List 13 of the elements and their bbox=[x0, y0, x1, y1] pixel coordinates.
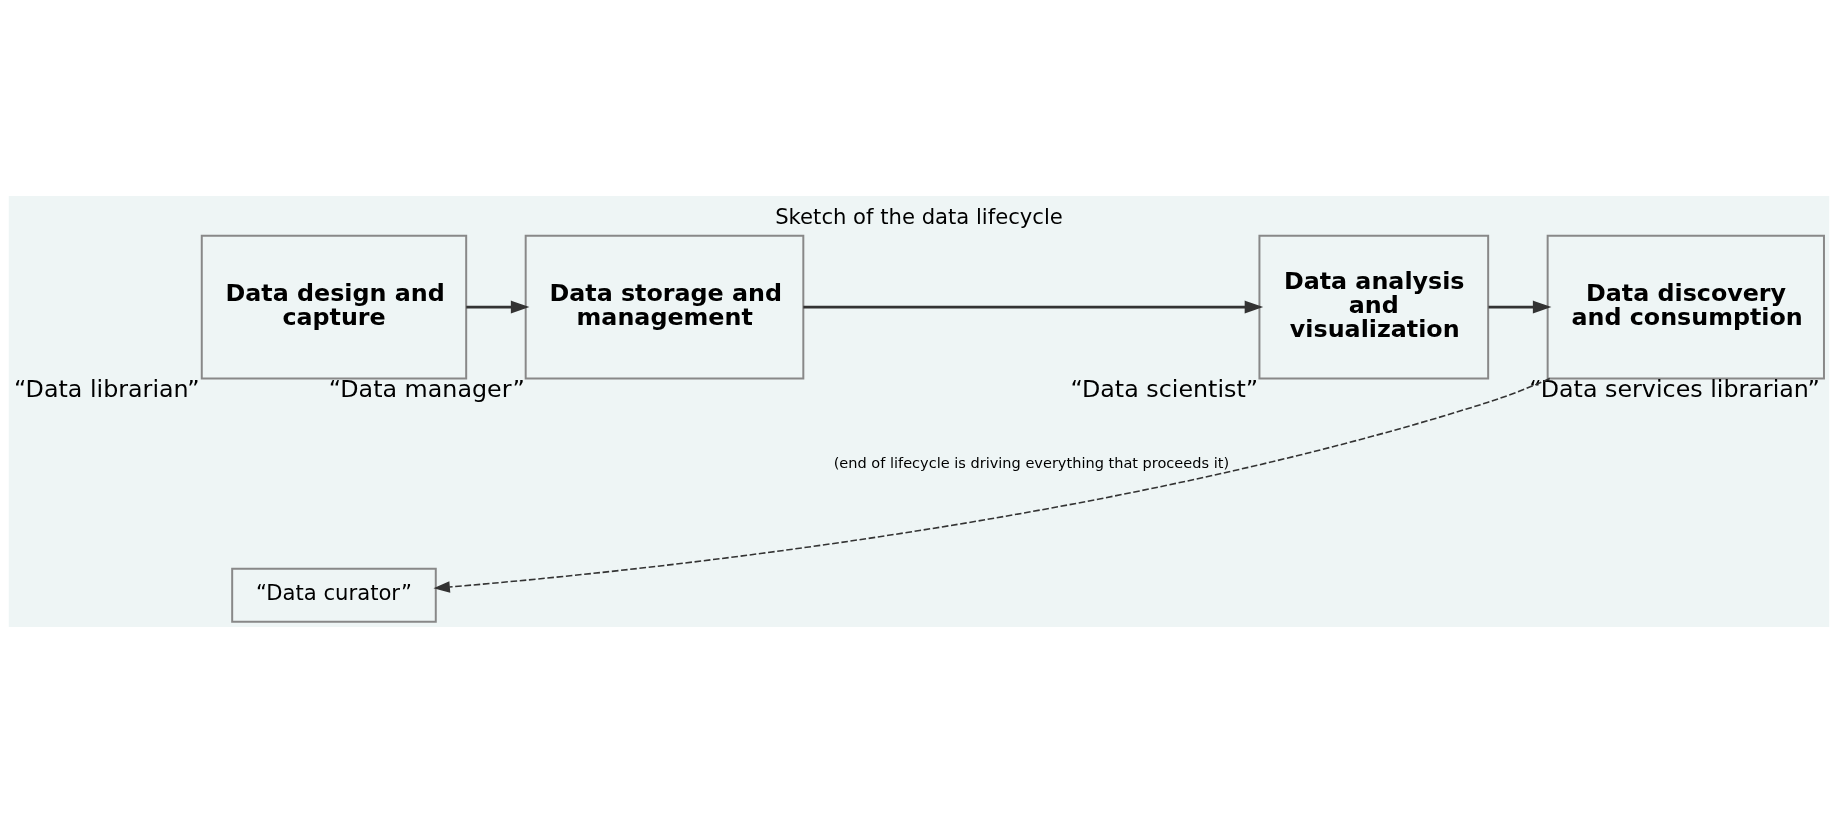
arrow bbox=[466, 300, 530, 314]
diagram-title: Sketch of the data lifecycle bbox=[775, 203, 1063, 228]
node-label: “Data librarian” bbox=[14, 374, 200, 403]
edge-label: (end of lifecycle is driving everything that proceeds it) bbox=[833, 454, 1230, 471]
node-label: “Data scientist” bbox=[1070, 374, 1259, 403]
arrow bbox=[1488, 300, 1552, 314]
arrow bbox=[803, 300, 1264, 314]
node-box: Data analysis and visualization bbox=[1258, 234, 1490, 379]
node-box: Data discovery and consumption bbox=[1546, 234, 1825, 379]
node-box: Data design and capture bbox=[200, 234, 468, 379]
arrow bbox=[433, 377, 1551, 593]
node-box: Data storage and management bbox=[524, 234, 805, 379]
node-box: “Data curator” bbox=[231, 567, 437, 623]
